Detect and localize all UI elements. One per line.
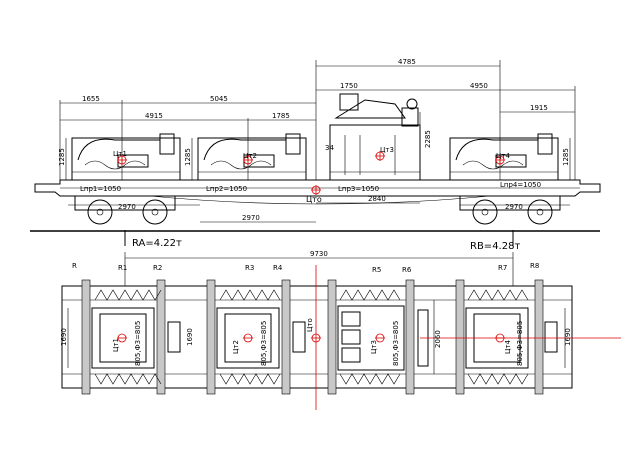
cg-markers-top	[117, 151, 505, 195]
dim-34: 34	[325, 144, 334, 152]
machine-1	[71, 133, 181, 181]
machine-2	[197, 133, 307, 181]
right-bogie	[459, 195, 561, 225]
dim-2840: 2840	[368, 195, 386, 203]
label-r5: R5	[372, 266, 381, 274]
label-ct3-plan: Цт3	[370, 340, 378, 354]
label-cto-plan: Цто	[306, 318, 314, 332]
label-ct4-plan: Цт4	[504, 339, 512, 354]
dim-1285-a: 1285	[58, 148, 66, 166]
machine-plan-1	[91, 307, 181, 369]
label-r4: R4	[273, 264, 283, 272]
label-ct2: Цт2	[243, 152, 257, 160]
dim-2970-a: 2970	[118, 203, 136, 211]
label-r1: R1	[118, 264, 127, 272]
reaction-b: RB=4.28т	[470, 241, 520, 252]
reaction-a: RA=4.22т	[132, 238, 182, 249]
dim-1285-c: 1285	[562, 148, 570, 166]
dim-1690-a: 1690	[60, 328, 68, 346]
dim-4950: 4950	[470, 82, 488, 90]
label-lpr2: Lпр2=1050	[206, 185, 247, 193]
dim-2285: 2285	[424, 130, 432, 148]
dim-9730: 9730	[310, 250, 328, 258]
dim-1285-b: 1285	[184, 148, 192, 166]
frame-curve	[149, 195, 491, 205]
dim-4915: 4915	[145, 112, 163, 120]
vlabel-4: 805,Ф3=805	[516, 321, 524, 366]
label-ct2-plan: Цт2	[232, 340, 240, 354]
side-elevation: 4785 1750 4950 1915 1655 5045 4915 1785 …	[30, 58, 601, 252]
lashing-wires	[94, 289, 529, 385]
dim-1690-b: 1690	[186, 328, 194, 346]
dim-1915: 1915	[530, 104, 548, 112]
dim-5045: 5045	[210, 95, 228, 103]
label-ct1: Цт1	[113, 150, 127, 158]
label-ct1-plan: Цт1	[112, 338, 120, 352]
machine-plan-2	[216, 307, 306, 369]
label-r6: R6	[402, 266, 412, 274]
label-r: R	[72, 262, 77, 270]
label-r3: R3	[245, 264, 254, 272]
dim-2970-c: 2970	[505, 203, 523, 211]
vlabel-1: 805,Ф3=805	[134, 321, 142, 366]
label-lpr4: Lпр4=1050	[500, 181, 541, 189]
machine-4	[449, 133, 559, 181]
vlabel-2: 805,Ф3=805	[260, 321, 268, 366]
machine-3	[329, 93, 421, 181]
dim-1750: 1750	[340, 82, 358, 90]
left-bogie	[74, 195, 176, 225]
label-lpr3: Lпр3=1050	[338, 185, 379, 193]
plan-view: 9730	[60, 250, 621, 410]
label-r2: R2	[153, 264, 162, 272]
dim-1785: 1785	[272, 112, 290, 120]
label-lpr1: Lпр1=1050	[80, 185, 121, 193]
dim-2970-b: 2970	[242, 214, 260, 222]
dim-2060: 2060	[434, 330, 442, 348]
label-ct3: Цт3	[380, 146, 394, 154]
cg-markers-plan	[117, 333, 505, 343]
dim-1655: 1655	[82, 95, 100, 103]
dim-1690-c: 1690	[564, 328, 572, 346]
label-cto: Цто	[306, 195, 322, 204]
label-ct4: Цт4	[496, 152, 511, 160]
label-r7: R7	[498, 264, 507, 272]
posts	[81, 279, 544, 395]
vlabel-3: 805,Ф3=805	[392, 321, 400, 366]
label-r8: R8	[530, 262, 539, 270]
platform-plan	[61, 285, 573, 389]
dim-4785: 4785	[398, 58, 416, 66]
